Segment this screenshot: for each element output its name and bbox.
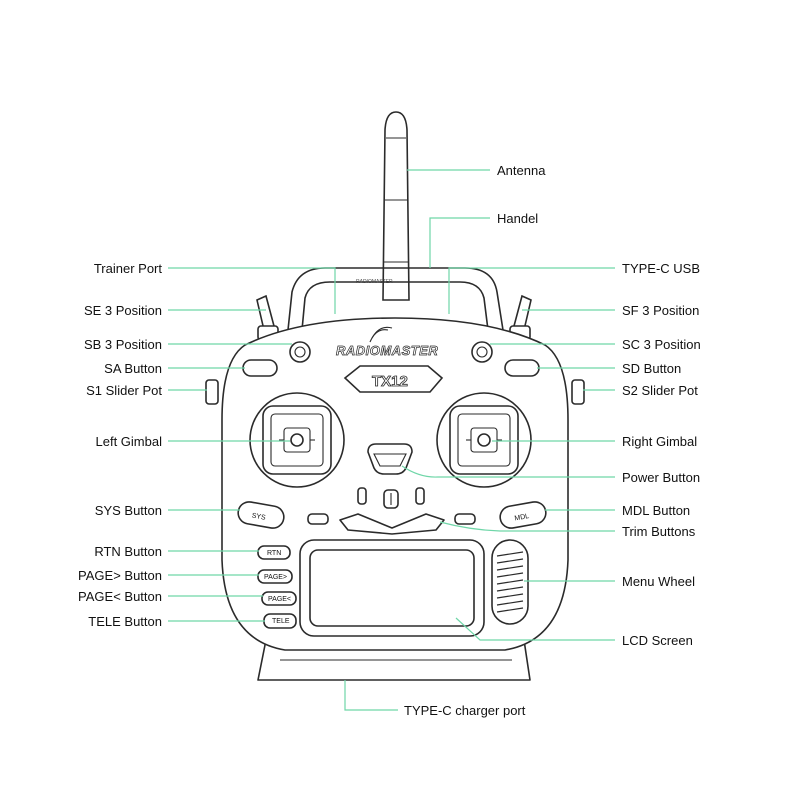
s1-slider [205,379,219,405]
label-sa-button: SA Button [104,361,162,376]
vertical-trims [357,487,425,509]
svg-text:PAGE<: PAGE< [268,596,291,603]
label-mdl-button: MDL Button [622,503,690,518]
horizontal-trims [307,513,476,535]
label-menu-wheel: Menu Wheel [622,574,695,589]
label-power-button: Power Button [622,470,700,485]
power-button [367,443,413,475]
label-page-next-button: PAGE> Button [78,568,162,583]
leader-power [401,465,615,478]
handle: RADIOMASTER [287,267,504,331]
brand-logo: RADIOMASTER [336,326,438,358]
label-tele-button: TELE Button [88,614,162,629]
base [257,639,531,681]
label-sys-button: SYS Button [95,503,162,518]
callout-labels: Antenna Handel Trainer Port TYPE-C USB S… [78,163,701,718]
page-prev-button: PAGE< [261,591,297,606]
label-sb-3-position: SB 3 Position [84,337,162,352]
sd-button [504,359,540,377]
svg-text:MDL: MDL [514,513,530,522]
label-type-c-charger-port: TYPE-C charger port [404,703,526,718]
leader-lines [168,169,615,711]
sys-button: SYS [237,501,285,529]
label-antenna: Antenna [497,163,546,178]
right-gimbal [436,392,532,488]
label-sc-3-position: SC 3 Position [622,337,701,352]
svg-text:TELE: TELE [272,618,290,625]
rtn-button: RTN [257,545,291,560]
antenna [382,111,410,301]
left-gimbal [249,392,345,488]
svg-text:RTN: RTN [267,550,281,557]
label-s2-slider-pot: S2 Slider Pot [622,383,698,398]
label-handel: Handel [497,211,538,226]
label-page-prev-button: PAGE< Button [78,589,162,604]
sb-switch [289,341,311,363]
leader-charger [344,680,398,711]
label-trim-buttons: Trim Buttons [622,524,696,539]
label-s1-slider-pot: S1 Slider Pot [86,383,162,398]
svg-text:RADIOMASTER: RADIOMASTER [336,343,438,358]
leader-lcd [455,617,615,641]
model-badge: TX12 [343,365,444,393]
sc-switch [471,341,493,363]
label-lcd-screen: LCD Screen [622,633,693,648]
svg-text:SYS: SYS [251,512,266,521]
label-right-gimbal: Right Gimbal [622,434,697,449]
lcd-screen [299,539,485,637]
svg-text:PAGE>: PAGE> [264,574,287,581]
label-se-3-position: SE 3 Position [84,303,162,318]
label-rtn-button: RTN Button [94,544,162,559]
page-next-button: PAGE> [257,569,293,584]
leader-trainer-port [168,267,336,314]
svg-text:TX12: TX12 [372,373,408,390]
handle-print: RADIOMASTER [356,279,393,285]
label-type-c-usb: TYPE-C USB [622,261,700,276]
leader-trim [439,521,615,532]
s2-slider [571,379,585,405]
transmitter-illustration: RADIOMASTER RADIOMASTER [205,111,585,681]
tele-button: TELE [263,613,297,629]
label-sd-button: SD Button [622,361,681,376]
leader-handel [429,217,490,268]
leader-type-c-usb [448,267,615,314]
mdl-button: MDL [499,501,547,529]
label-sf-3-position: SF 3 Position [622,303,699,318]
label-trainer-port: Trainer Port [94,261,163,276]
label-left-gimbal: Left Gimbal [96,434,163,449]
menu-wheel [491,539,529,625]
sa-button [242,359,278,377]
